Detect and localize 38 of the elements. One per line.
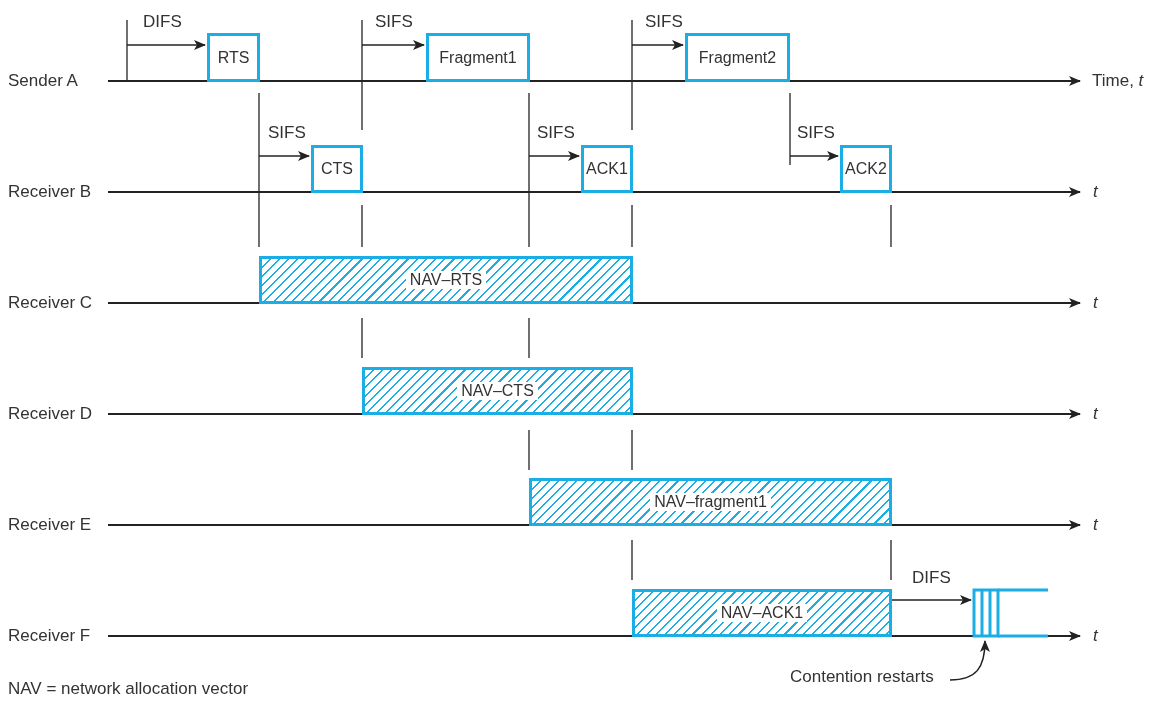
frame-box: Fragment1 (426, 33, 530, 82)
frame-box: RTS (207, 33, 260, 82)
leader-line (949, 640, 990, 681)
period-label: NAV–ACK1 (716, 604, 808, 622)
arrow (890, 595, 972, 605)
period-label: NAV–RTS (405, 271, 487, 289)
footnote: NAV = network allocation vector (8, 678, 249, 700)
frame-box: ACK2 (840, 145, 892, 193)
interval-label: SIFS (645, 11, 683, 33)
axis-label: t (1093, 514, 1098, 536)
station-label: Receiver D (8, 403, 93, 425)
frame-box: CTS (311, 145, 363, 193)
station-label: Sender A (8, 70, 78, 92)
station-label: Receiver E (8, 514, 92, 536)
interval-label: SIFS (375, 11, 413, 33)
axis-label: t (1093, 403, 1098, 425)
nav-period-bar (362, 367, 633, 415)
contention-window (972, 588, 1048, 638)
interval-label: SIFS (268, 122, 306, 144)
frame-box: Fragment2 (685, 33, 790, 82)
axis-label: t (1093, 292, 1098, 314)
station-label: Receiver B (8, 181, 92, 203)
callout-text: Contention restarts (790, 666, 934, 688)
axis-label: t (1093, 181, 1098, 203)
period-label: NAV–fragment1 (650, 493, 771, 511)
nav-period-bar (529, 478, 892, 526)
nav-period-bar (259, 256, 633, 304)
axis-label: t (1093, 625, 1098, 647)
period-label: NAV–CTS (457, 382, 538, 400)
station-label: Receiver C (8, 292, 93, 314)
interval-label: SIFS (537, 122, 575, 144)
frame-box: ACK1 (581, 145, 633, 193)
interval-label: DIFS (143, 11, 182, 33)
interval-label: SIFS (797, 122, 835, 144)
axis-label: Time, t (1092, 70, 1144, 92)
station-label: Receiver F (8, 625, 91, 647)
edge-label: DIFS (912, 567, 951, 589)
nav-period-bar (632, 589, 892, 637)
